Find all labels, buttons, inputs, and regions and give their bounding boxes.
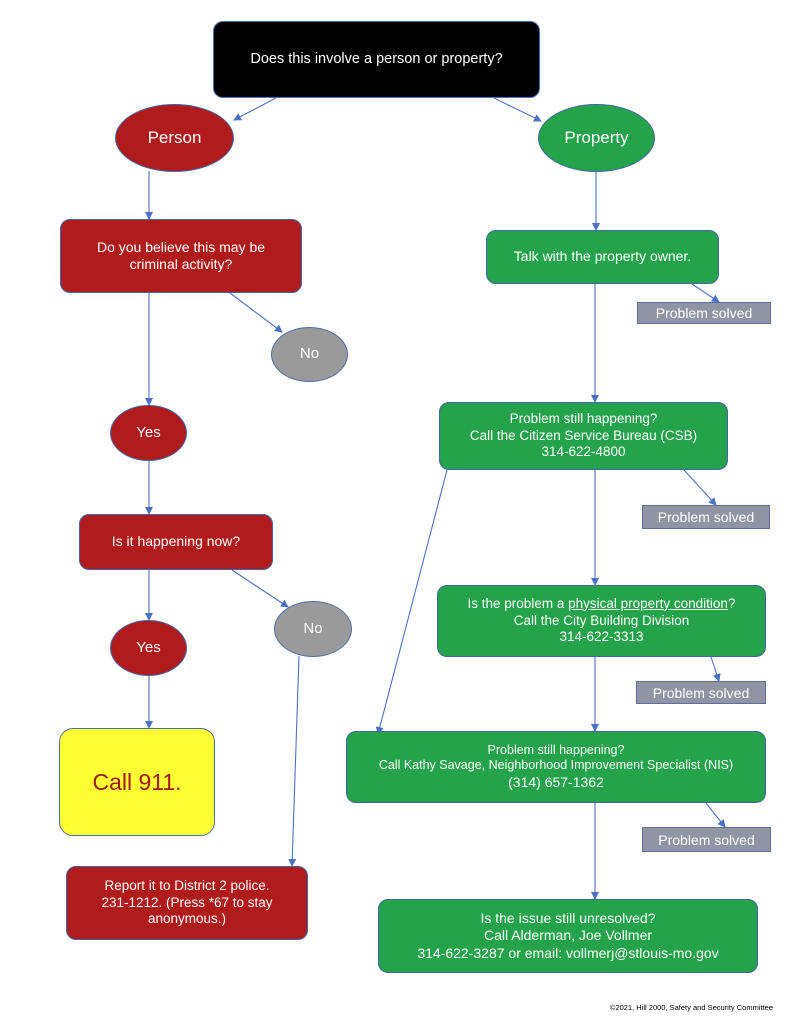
arrow-to-person	[233, 97, 277, 121]
problem-solved-badge-4: Problem solved	[642, 827, 771, 852]
nis-box: Problem still happening? Call Kathy Sava…	[346, 731, 766, 803]
now-yes-node: Yes	[110, 620, 187, 676]
csb-phone: 314-622-4800	[541, 444, 626, 460]
problem-solved-badge-1: Problem solved	[637, 302, 771, 324]
problem-solved-badge-3: Problem solved	[636, 681, 766, 704]
arrow-nis-to-solved4	[705, 802, 726, 828]
call-911-text: Call 911.	[92, 768, 182, 795]
criminal-question-line1: Do you believe this may be	[96, 238, 266, 255]
person-node: Person	[115, 104, 234, 172]
arrow-to-property	[493, 97, 542, 122]
call-911-box: Call 911.	[59, 728, 215, 836]
criminal-no-label: No	[299, 345, 320, 363]
talk-owner-box: Talk with the property owner.	[486, 230, 719, 284]
building-prefix: Is the problem a	[467, 595, 569, 611]
now-question-text: Is it happening now?	[111, 533, 241, 550]
copyright-notice: ©2021, Hill 2000, Safety and Security Co…	[609, 1003, 773, 1012]
building-line1: Is the problem a physical property condi…	[468, 596, 736, 613]
problem-solved-label-4: Problem solved	[658, 831, 755, 848]
property-node: Property	[538, 104, 655, 172]
now-question: Is it happening now?	[79, 514, 273, 570]
nis-line2: Call Kathy Savage, Neighborhood Improvem…	[378, 758, 734, 773]
building-suffix: ?	[727, 595, 736, 611]
report-line1: Report it to District 2 police.	[104, 877, 270, 893]
csb-line1: Problem still happening?	[509, 410, 658, 426]
building-underlined: physical property condition	[568, 595, 728, 611]
criminal-no-node: No	[271, 327, 348, 382]
arrow-no-to-report	[288, 655, 300, 867]
arrow-criminal-to-no	[229, 292, 283, 333]
property-label: Property	[564, 128, 629, 148]
start-question-text: Does this involve a person or property?	[250, 51, 503, 68]
csb-box: Problem still happening? Call the Citize…	[439, 402, 728, 470]
report-district-box: Report it to District 2 police. 231-1212…	[66, 866, 308, 940]
nis-line1: Problem still happening?	[487, 742, 625, 757]
report-line2: 231-1212. (Press *67 to stay	[101, 894, 273, 910]
arrow-now-to-no	[231, 569, 289, 608]
criminal-yes-label: Yes	[136, 423, 161, 441]
alderman-box: Is the issue still unresolved? Call Alde…	[378, 899, 758, 973]
criminal-question: Do you believe this may be criminal acti…	[60, 219, 302, 293]
building-phone: 314-622-3313	[559, 629, 644, 645]
report-line3: anonymous.)	[147, 911, 227, 927]
criminal-question-line2: criminal activity?	[129, 256, 233, 272]
alderman-line1: Is the issue still unresolved?	[480, 909, 656, 926]
arrow-talk-to-solved1	[691, 283, 720, 303]
talk-owner-text: Talk with the property owner.	[513, 248, 692, 265]
start-question: Does this involve a person or property?	[213, 21, 540, 98]
nis-phone: (314) 657-1362	[508, 773, 604, 790]
person-label: Person	[147, 128, 202, 148]
building-line2: Call the City Building Division	[513, 612, 690, 628]
csb-line2: Call the Citizen Service Bureau (CSB)	[469, 427, 698, 443]
now-no-label: No	[303, 619, 323, 637]
now-no-node: No	[274, 601, 352, 657]
criminal-yes-node: Yes	[110, 405, 187, 461]
problem-solved-label-1: Problem solved	[655, 305, 753, 321]
building-division-box: Is the problem a physical property condi…	[437, 585, 766, 657]
alderman-line3: 314-622-3287 or email: vollmerj@stlouis-…	[417, 944, 719, 961]
arrow-building-to-solved3	[710, 656, 721, 682]
problem-solved-label-3: Problem solved	[652, 684, 750, 701]
arrow-csb-to-solved2	[683, 469, 717, 506]
now-yes-label: Yes	[136, 638, 161, 656]
problem-solved-label-2: Problem solved	[657, 509, 755, 525]
alderman-line2: Call Alderman, Joe Vollmer	[483, 927, 653, 944]
problem-solved-badge-2: Problem solved	[642, 505, 770, 529]
